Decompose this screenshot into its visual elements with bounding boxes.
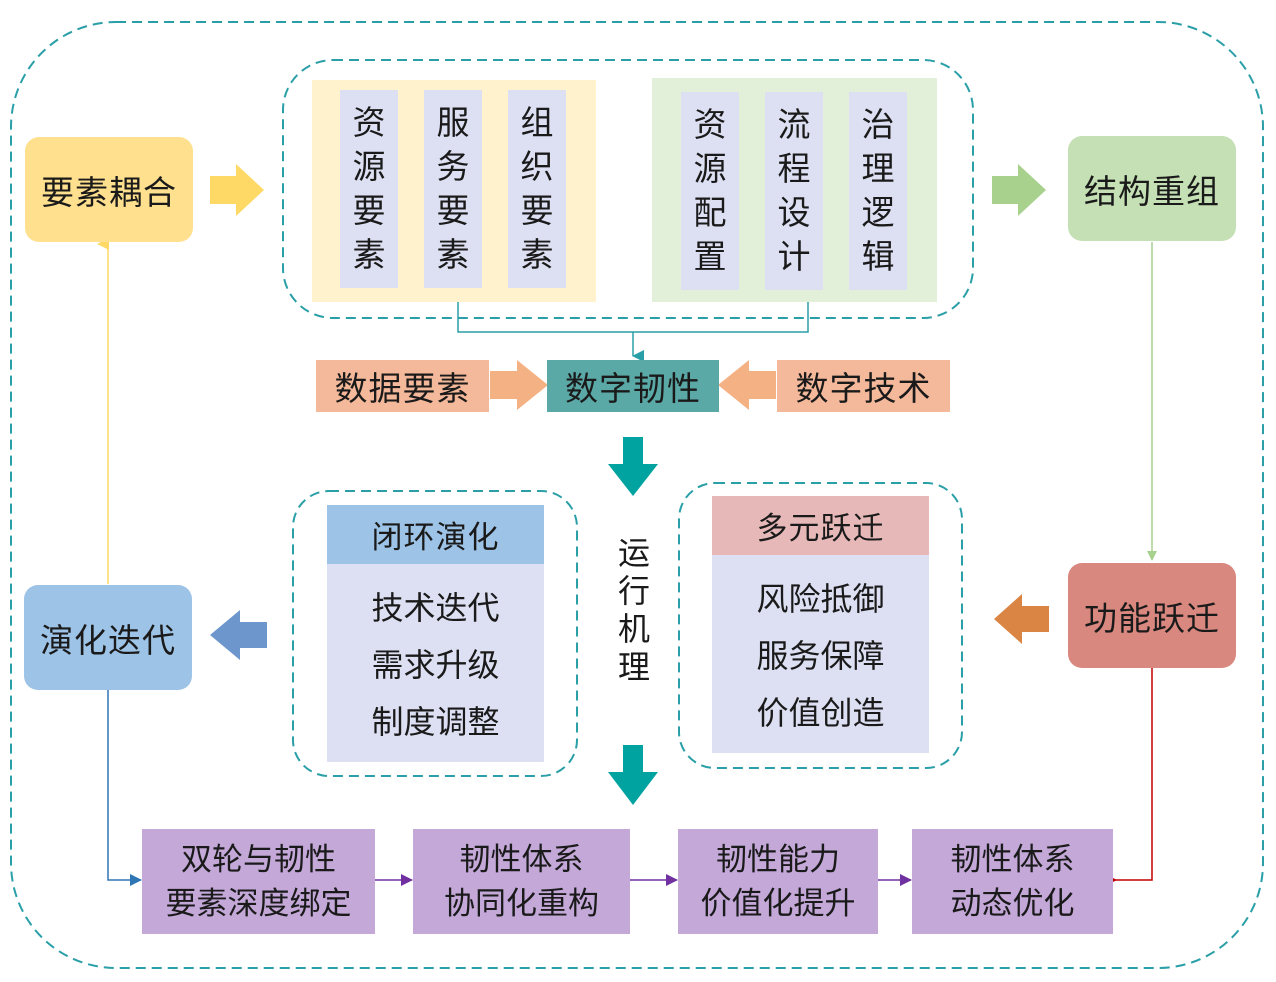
flow-step-line: 双轮与韧性 bbox=[181, 841, 336, 878]
mechanism-char: 行 bbox=[617, 572, 650, 610]
list-item: 价值创造 bbox=[756, 693, 885, 732]
governance-logic-cell: 治 理 逻 辑 bbox=[849, 92, 907, 290]
down-arrow-top bbox=[608, 437, 658, 496]
service-elements-cell: 服 务 要 素 bbox=[424, 90, 482, 288]
resource-elements-cell: 资 源 要 素 bbox=[340, 90, 398, 288]
outer-frame bbox=[10, 21, 1264, 969]
cell-char: 素 bbox=[436, 235, 470, 274]
cell-char: 要 bbox=[352, 191, 386, 230]
list-item: 风险抵御 bbox=[756, 580, 885, 619]
cell-char: 资 bbox=[693, 105, 727, 144]
cell-char: 素 bbox=[520, 235, 554, 274]
coupling-node: 要素耦合 bbox=[25, 137, 193, 242]
mechanism-char: 理 bbox=[617, 648, 650, 686]
cell-char: 置 bbox=[693, 237, 727, 276]
down-arrow-bottom bbox=[608, 745, 658, 805]
cell-char: 理 bbox=[861, 149, 895, 188]
iterate-to-bottom-line bbox=[107, 690, 142, 886]
cell-char: 务 bbox=[436, 147, 470, 186]
tech-left-arrow bbox=[718, 360, 776, 410]
top-group-frame bbox=[282, 59, 974, 319]
flow-step-line: 动态优化 bbox=[950, 885, 1075, 922]
multi-leap-title: 多元跃迁 bbox=[712, 496, 929, 555]
restructure-node: 结构重组 bbox=[1068, 136, 1236, 241]
leap-to-bottom-line bbox=[1103, 668, 1153, 887]
iterate-node: 演化迭代 bbox=[24, 585, 192, 690]
restructure-right-arrow bbox=[992, 164, 1046, 216]
panel-bracket bbox=[457, 300, 809, 333]
resilience-node: 数字韧性 bbox=[547, 360, 719, 412]
cell-char: 源 bbox=[693, 149, 727, 188]
closed-loop-title: 闭环演化 bbox=[327, 505, 544, 564]
cell-char: 素 bbox=[352, 235, 386, 274]
coupling-right-arrow bbox=[210, 164, 264, 216]
cell-char: 组 bbox=[520, 103, 554, 142]
mechanism-label: 运 行 机 理 bbox=[614, 534, 654, 694]
iterate-left-arrow bbox=[210, 610, 267, 660]
flow-step-line: 韧性能力 bbox=[716, 841, 840, 878]
closed-loop-frame bbox=[292, 490, 578, 777]
list-item: 需求升级 bbox=[371, 645, 500, 684]
data-right-arrow bbox=[490, 360, 548, 410]
multi-leap-frame bbox=[678, 482, 963, 769]
cell-char: 计 bbox=[777, 237, 811, 276]
cell-char: 资 bbox=[352, 103, 386, 142]
cell-char: 要 bbox=[520, 191, 554, 230]
cell-char: 源 bbox=[352, 147, 386, 186]
cell-char: 辑 bbox=[861, 237, 895, 276]
list-item: 技术迭代 bbox=[371, 589, 500, 628]
flow-step-value: 韧性能力 价值化提升 bbox=[678, 829, 878, 934]
data-elements-node: 数据要素 bbox=[316, 360, 489, 412]
flow-step-optimize: 韧性体系 动态优化 bbox=[912, 829, 1113, 934]
flow-step-line: 韧性体系 bbox=[459, 841, 584, 878]
cell-char: 流 bbox=[777, 105, 811, 144]
cell-char: 配 bbox=[693, 193, 727, 232]
flow-step-line: 协同化重构 bbox=[444, 885, 599, 922]
organization-elements-cell: 组 织 要 素 bbox=[508, 90, 566, 288]
flow-step-line: 韧性体系 bbox=[950, 841, 1075, 878]
list-item: 服务保障 bbox=[756, 636, 885, 675]
cell-char: 治 bbox=[861, 105, 895, 144]
process-design-cell: 流 程 设 计 bbox=[765, 92, 823, 290]
mechanism-char: 运 bbox=[617, 534, 650, 572]
cell-char: 服 bbox=[436, 103, 470, 142]
flow-step-reconstruct: 韧性体系 协同化重构 bbox=[413, 829, 630, 934]
resource-allocation-cell: 资 源 配 置 bbox=[681, 92, 739, 290]
flow-step-line: 要素深度绑定 bbox=[165, 885, 352, 922]
cell-char: 织 bbox=[520, 147, 554, 186]
flow-step-line: 价值化提升 bbox=[700, 885, 856, 922]
cell-char: 要 bbox=[436, 191, 470, 230]
cell-char: 程 bbox=[777, 149, 811, 188]
mechanism-char: 机 bbox=[617, 610, 650, 648]
leap-left-arrow bbox=[994, 594, 1049, 644]
list-item: 制度调整 bbox=[371, 702, 500, 741]
closed-loop-list: 技术迭代 需求升级 制度调整 bbox=[327, 564, 544, 762]
leap-node: 功能跃迁 bbox=[1068, 563, 1236, 668]
flow-step-binding: 双轮与韧性 要素深度绑定 bbox=[142, 829, 375, 934]
cell-char: 设 bbox=[777, 193, 811, 232]
tech-node: 数字技术 bbox=[777, 360, 950, 412]
multi-leap-list: 风险抵御 服务保障 价值创造 bbox=[712, 555, 929, 753]
cell-char: 逻 bbox=[861, 193, 895, 232]
